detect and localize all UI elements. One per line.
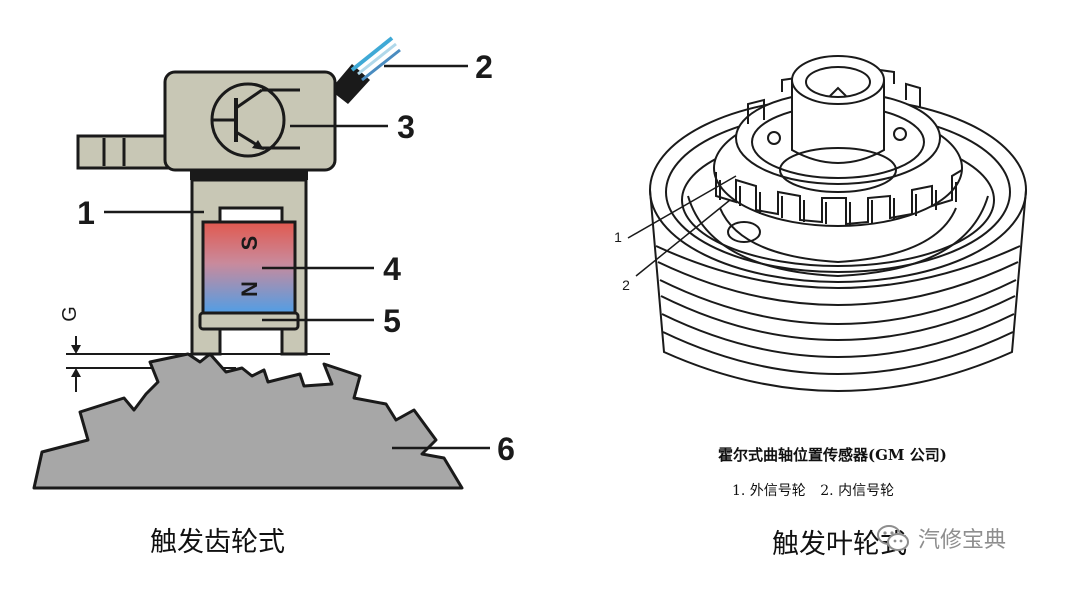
central-hub bbox=[779, 55, 897, 193]
callout-2: 2 bbox=[475, 49, 493, 85]
vane-sensor-drawing: 1 2 bbox=[614, 55, 1027, 392]
legend-item-inner-wheel: 2. 内信号轮 bbox=[820, 483, 895, 499]
callout-6: 6 bbox=[497, 431, 515, 467]
vane-callout-leaders bbox=[627, 175, 737, 277]
legend-item-outer-wheel: 1. 外信号轮 bbox=[732, 483, 806, 499]
wechat-icon bbox=[877, 525, 909, 551]
gap-label: G bbox=[59, 306, 81, 322]
sensor-neck bbox=[190, 170, 308, 180]
callout-4: 4 bbox=[383, 251, 401, 287]
pole-s-label: S bbox=[237, 236, 262, 251]
gear-sensor-drawing: S N G 1 2 3 4 5 bbox=[32, 36, 515, 490]
figure-legend: 1. 外信号轮 2. 内信号轮 bbox=[732, 480, 904, 500]
vane-callout-2: 2 bbox=[622, 277, 630, 293]
sensor-cable bbox=[330, 36, 401, 104]
watermark: 汽修宝典 bbox=[876, 522, 1006, 554]
vane-trigger-diagram: 1 2 霍尔式曲轴位置传感器(GM 公司) 1. 外信号轮 2. 内信号轮 触发… bbox=[560, 0, 1080, 587]
trigger-gear bbox=[32, 352, 464, 490]
pole-n-label: N bbox=[237, 281, 262, 297]
callout-3: 3 bbox=[397, 109, 415, 145]
callout-1: 1 bbox=[77, 195, 95, 231]
callout-5: 5 bbox=[383, 303, 401, 339]
pulley-dish bbox=[687, 195, 989, 278]
left-figure-caption: 触发齿轮式 bbox=[150, 527, 285, 558]
sensor-housing bbox=[163, 70, 337, 172]
gear-trigger-diagram: S N G 1 2 3 4 5 bbox=[32, 36, 515, 558]
callout-leaders bbox=[104, 64, 490, 450]
watermark-text: 汽修宝典 bbox=[918, 528, 1007, 553]
figure-title: 霍尔式曲轴位置传感器(GM 公司) bbox=[718, 446, 947, 464]
vane-callout-1: 1 bbox=[614, 229, 622, 245]
